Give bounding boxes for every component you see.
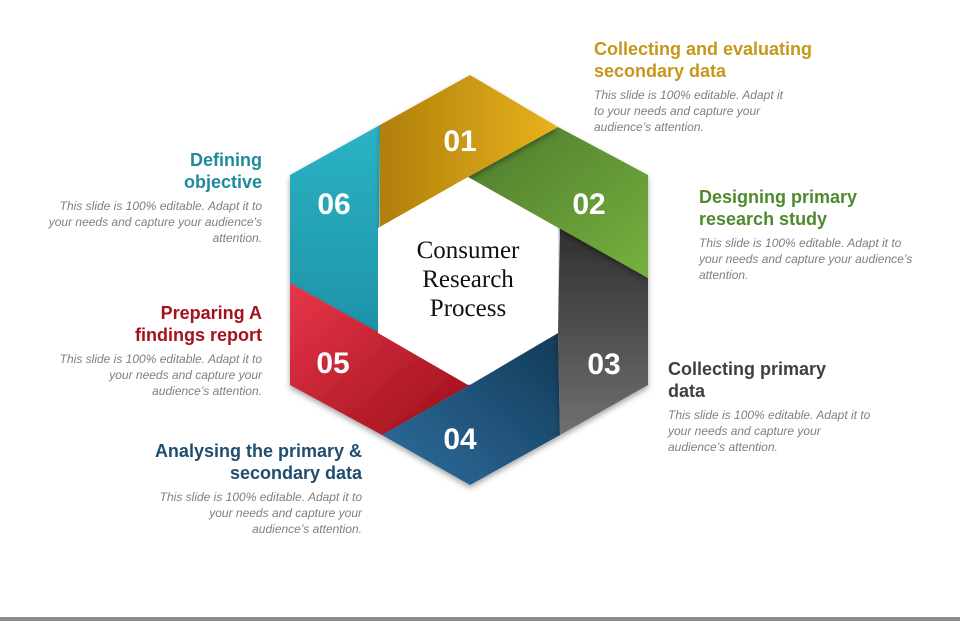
step-04-text: Analysing the primary & secondary data T… xyxy=(112,440,362,537)
step-03-desc-line: your needs and capture your xyxy=(668,424,821,438)
step-03-text: Collecting primary data This slide is 10… xyxy=(668,358,928,455)
step-06-desc-line: your needs and capture your audience’s xyxy=(48,215,262,229)
step-06-desc-line: attention. xyxy=(212,231,262,245)
step-05-title-line: findings report xyxy=(135,325,262,345)
step-03-title-line: Collecting primary xyxy=(668,359,827,379)
step-number-02: 02 xyxy=(572,188,605,221)
step-05-desc-line: This slide is 100% editable. Adapt it to xyxy=(59,352,262,366)
step-06-title-line: Defining xyxy=(190,150,262,170)
step-06-description: This slide is 100% editable. Adapt it to… xyxy=(12,198,262,246)
step-01-title-line: Collecting and evaluating xyxy=(594,39,813,59)
step-number-05: 05 xyxy=(316,347,349,380)
step-04-desc-line: This slide is 100% editable. Adapt it to xyxy=(159,490,362,504)
step-number-06: 06 xyxy=(317,188,350,221)
center-label-line-2: Research xyxy=(422,266,514,293)
step-04-description: This slide is 100% editable. Adapt it to… xyxy=(112,489,362,537)
segment-01 xyxy=(380,75,558,228)
step-01-desc-line: to your needs and capture your xyxy=(594,104,761,118)
footer-divider xyxy=(0,617,960,621)
step-01-title-line: secondary data xyxy=(594,61,727,81)
segment-06 xyxy=(290,125,380,332)
step-05-desc-line: audience’s attention. xyxy=(152,384,262,398)
step-05-desc-line: your needs and capture your xyxy=(109,368,262,382)
step-number-01: 01 xyxy=(443,125,476,158)
step-03-title: Collecting primary data xyxy=(668,358,928,402)
step-04-desc-line: your needs and capture your xyxy=(209,506,362,520)
step-01-title: Collecting and evaluating secondary data xyxy=(594,38,894,82)
step-04-title-line: secondary data xyxy=(229,463,362,483)
step-06-title-line: objective xyxy=(183,172,262,192)
step-03-desc-line: This slide is 100% editable. Adapt it to xyxy=(668,408,871,422)
step-03-title-line: data xyxy=(668,381,706,401)
step-02-text: Designing primary research study This sl… xyxy=(699,186,949,283)
step-02-desc-line: attention. xyxy=(699,268,749,282)
segment-03 xyxy=(558,227,648,435)
step-06-desc-line: This slide is 100% editable. Adapt it to xyxy=(59,199,262,213)
step-02-title-line: research study xyxy=(699,209,828,229)
step-01-desc-line: audience’s attention. xyxy=(594,120,704,134)
center-label-line-3: Process xyxy=(430,295,506,322)
step-number-03: 03 xyxy=(587,348,620,381)
step-number-04: 04 xyxy=(443,423,477,456)
step-05-title: Preparing A findings report xyxy=(12,302,262,346)
center-hexagon xyxy=(378,177,558,385)
step-02-description: This slide is 100% editable. Adapt it to… xyxy=(699,235,949,283)
segment-05 xyxy=(290,283,470,435)
step-01-text: Collecting and evaluating secondary data… xyxy=(594,38,894,135)
step-06-title: Defining objective xyxy=(12,149,262,193)
step-01-desc-line: This slide is 100% editable. Adapt it xyxy=(594,88,783,102)
step-02-desc-line: your needs and capture your audience’s xyxy=(699,252,913,266)
step-01-description: This slide is 100% editable. Adapt it to… xyxy=(594,87,894,135)
center-label-line-1: Consumer xyxy=(417,237,520,264)
step-03-description: This slide is 100% editable. Adapt it to… xyxy=(668,407,928,455)
step-04-title-line: Analysing the primary & xyxy=(154,441,362,461)
step-04-title: Analysing the primary & secondary data xyxy=(112,440,362,484)
step-06-text: Defining objective This slide is 100% ed… xyxy=(12,149,262,246)
step-02-title-line: Designing primary xyxy=(699,187,858,207)
step-04-desc-line: audience’s attention. xyxy=(252,522,362,536)
step-05-text: Preparing A findings report This slide i… xyxy=(12,302,262,399)
step-02-title: Designing primary research study xyxy=(699,186,949,230)
segment-02 xyxy=(468,127,648,278)
step-03-desc-line: audience’s attention. xyxy=(668,440,778,454)
step-05-description: This slide is 100% editable. Adapt it to… xyxy=(12,351,262,399)
step-02-desc-line: This slide is 100% editable. Adapt it to xyxy=(699,236,902,250)
step-05-title-line: Preparing A xyxy=(160,303,262,323)
segment-04 xyxy=(382,333,560,485)
